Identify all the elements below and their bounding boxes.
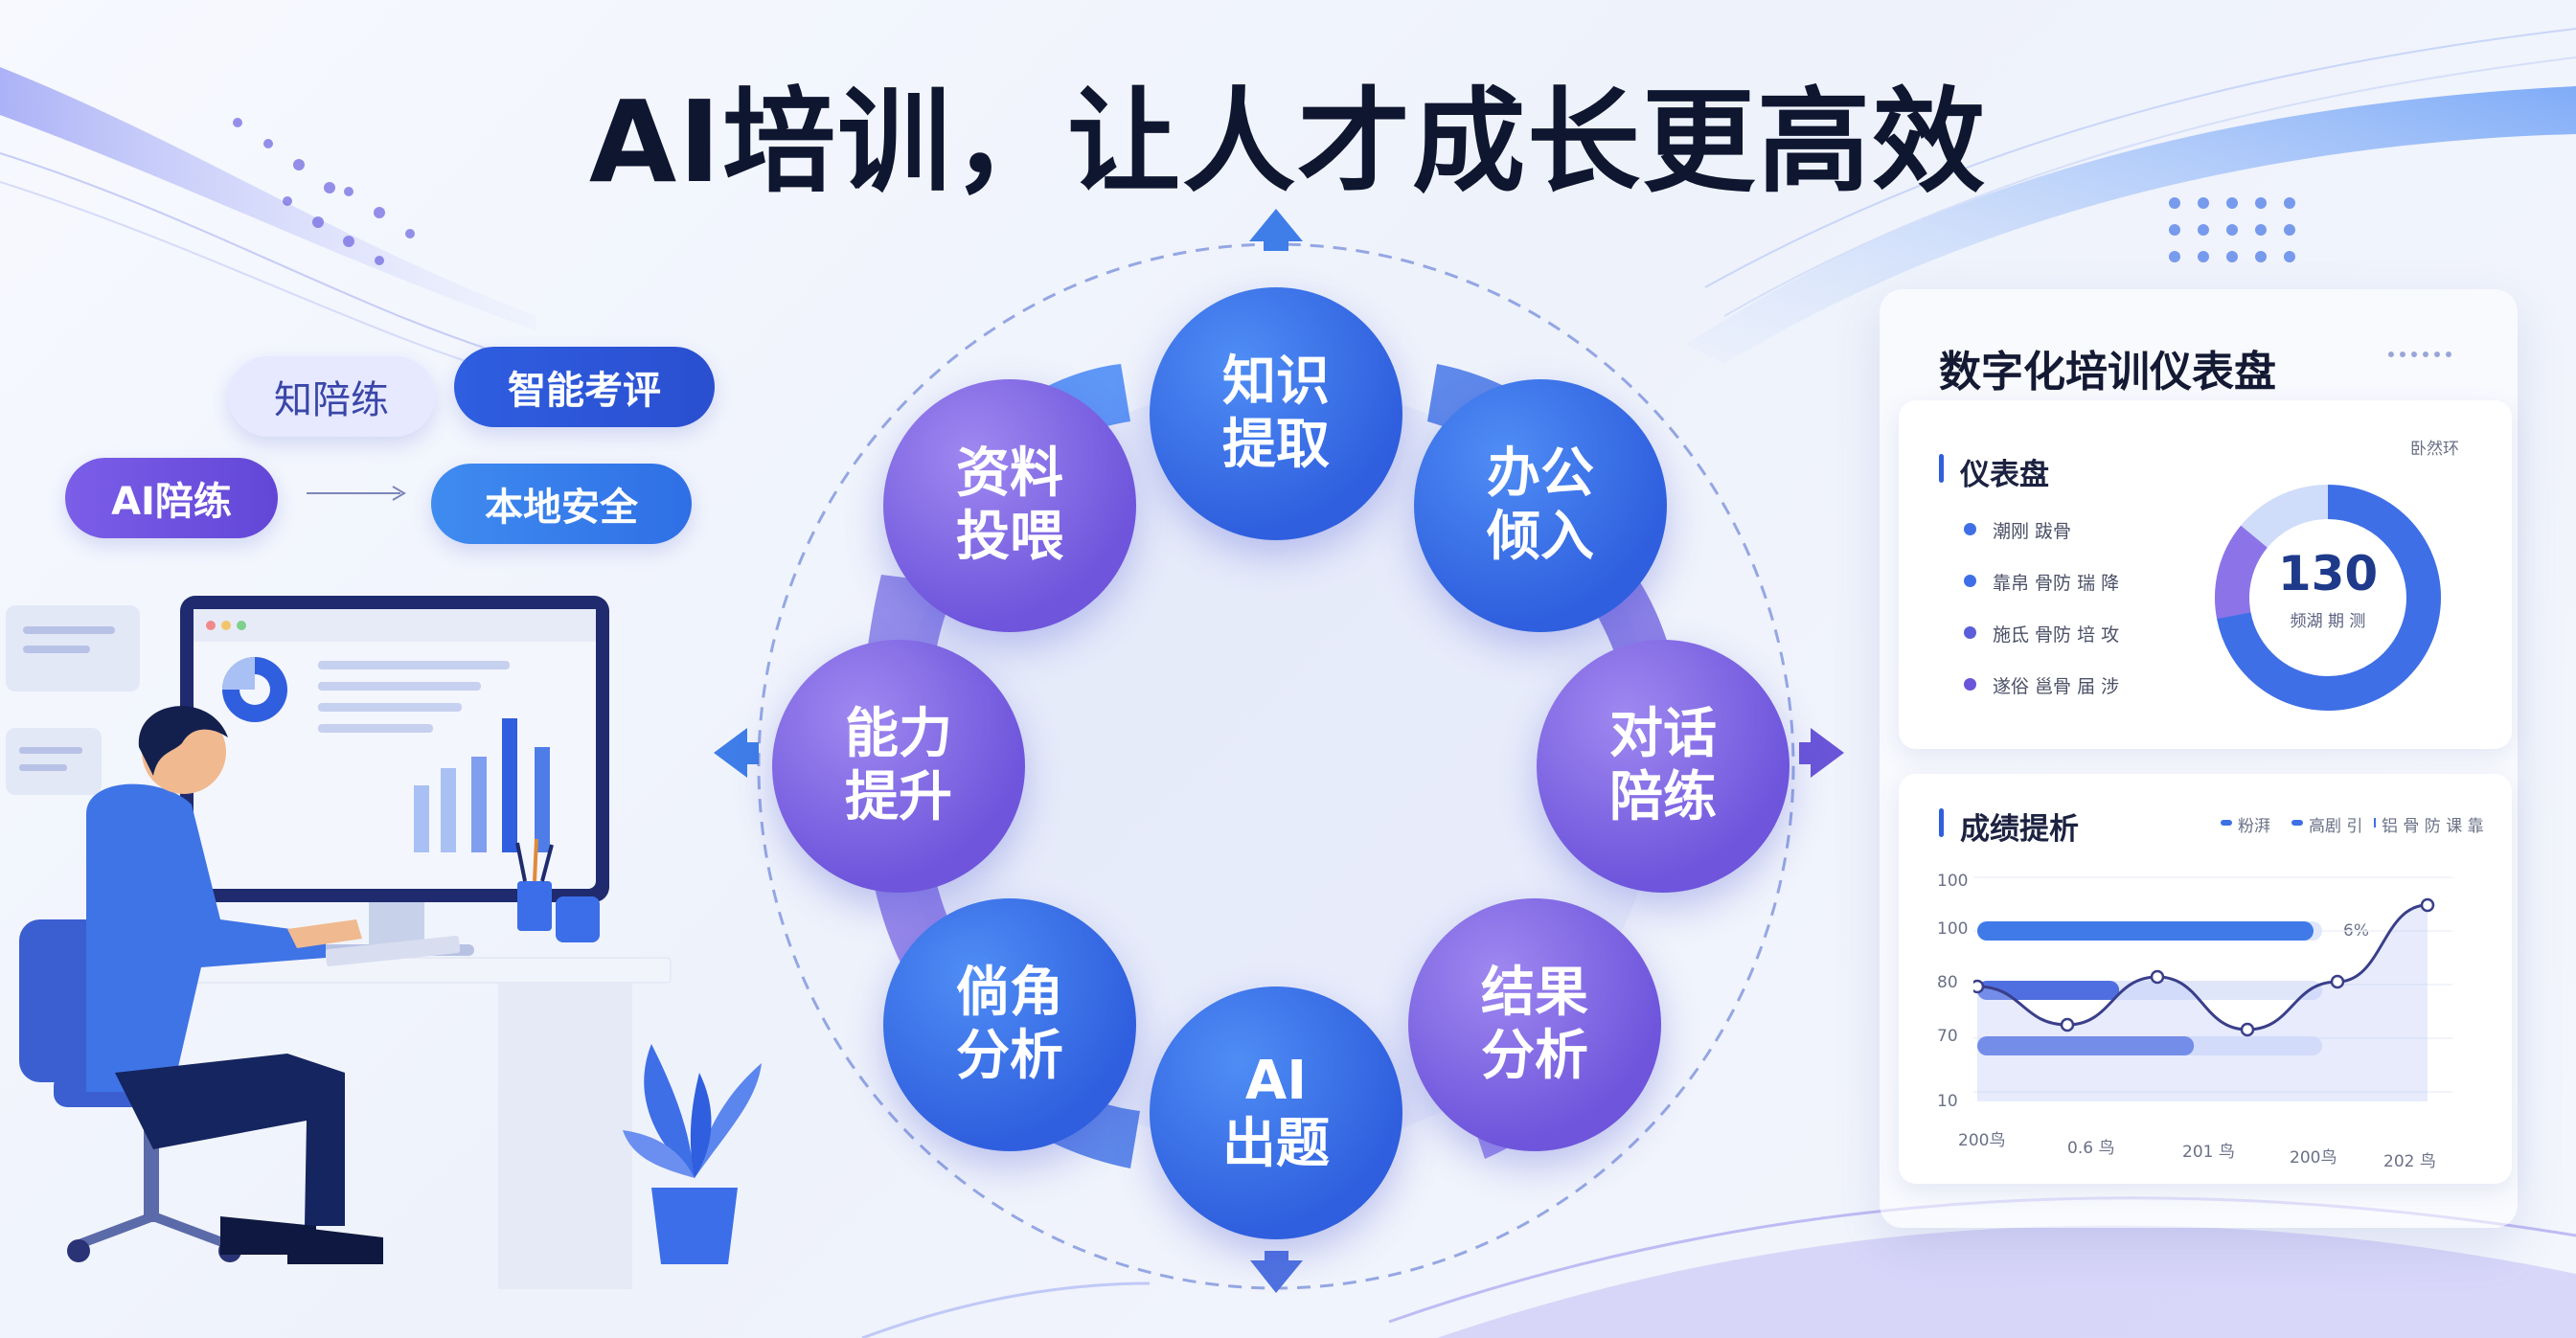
gauge-legend-tag: 卧然环	[2410, 440, 2459, 459]
gauge-item-label: 施氐 骨防 培 攻	[1993, 624, 2120, 646]
x-tick: 201 鸟	[2182, 1143, 2235, 1162]
gauge-item-label: 靠帛 骨防 瑞 降	[1993, 573, 2120, 594]
donut-gauge	[2215, 485, 2441, 711]
y-tick: 100	[1937, 919, 1969, 939]
line-point	[2060, 1017, 2075, 1032]
x-tick: 200鸟	[2290, 1148, 2337, 1168]
score-legend-item: 高剧 引	[2309, 817, 2363, 836]
cycle-node-office-input: 办公 倾入	[1414, 379, 1667, 632]
pill-ai-practice: AI陪练	[65, 458, 278, 538]
x-tick: 200鸟	[1958, 1131, 2006, 1150]
gauge-fill	[2215, 485, 2441, 711]
y-tick: 70	[1937, 1027, 1958, 1046]
page-title: AI培训，让人才成长更高效	[588, 76, 1988, 208]
line-point	[2420, 897, 2435, 913]
line-point	[2150, 969, 2165, 985]
y-tick: 10	[1937, 1092, 1958, 1111]
arrow-right-icon	[307, 486, 406, 501]
gauge-card-header: 仪表盘	[1960, 458, 2049, 492]
plant-illustration	[623, 1044, 762, 1264]
score-chart	[1973, 876, 2452, 1101]
score-bar	[1977, 921, 2314, 941]
cycle-node-result-analysis: 结果 分析	[1408, 898, 1661, 1151]
x-tick: 202 鸟	[2383, 1152, 2436, 1171]
person-at-desk-illustration	[6, 596, 672, 1289]
dashboard-title: 数字化培训仪表盘	[1939, 348, 2276, 397]
cycle-node-ability-improvement: 能力 提升	[772, 640, 1025, 893]
gauge-caption: 频湖 期 测	[2290, 612, 2366, 631]
cycle-node-role-analysis: 倘角 分析	[883, 898, 1136, 1151]
score-card-header: 成绩提析	[1960, 812, 2079, 847]
cycle-node-data-feeding: 资料 投喂	[883, 379, 1136, 632]
line-point	[1973, 979, 1985, 994]
pill-knowledge-practice: 知陪练	[228, 356, 435, 437]
gauge-item-label: 潮刚 跋骨	[1993, 521, 2072, 542]
score-line	[1976, 903, 2428, 1032]
cycle-node-dialogue-practice: 对话 陪练	[1537, 640, 1790, 893]
score-legend-item: 粉湃	[2238, 817, 2270, 836]
gauge-item-label: 遂俗 邕骨 届 涉	[1993, 676, 2120, 697]
pill-smart-evaluation: 智能考评	[454, 347, 715, 427]
score-analysis-card	[1899, 774, 2512, 1184]
cycle-node-ai-questions: AI 出题	[1150, 986, 1402, 1239]
gauge-value: 130	[2277, 546, 2379, 601]
pill-local-security: 本地安全	[431, 464, 692, 544]
score-bar	[1977, 1036, 2195, 1055]
score-legend-item: 铝 骨 防 课 靠	[2382, 817, 2484, 836]
y-tick: 80	[1937, 973, 1958, 992]
score-bar	[1977, 981, 2120, 1000]
x-tick: 0.6 鸟	[2067, 1139, 2115, 1158]
line-point	[2330, 974, 2345, 989]
line-point	[2240, 1022, 2255, 1037]
dots-decoration	[2388, 352, 2451, 357]
cycle-node-knowledge-extraction: 知识 提取	[1150, 287, 1402, 540]
y-tick: 100	[1937, 872, 1969, 891]
